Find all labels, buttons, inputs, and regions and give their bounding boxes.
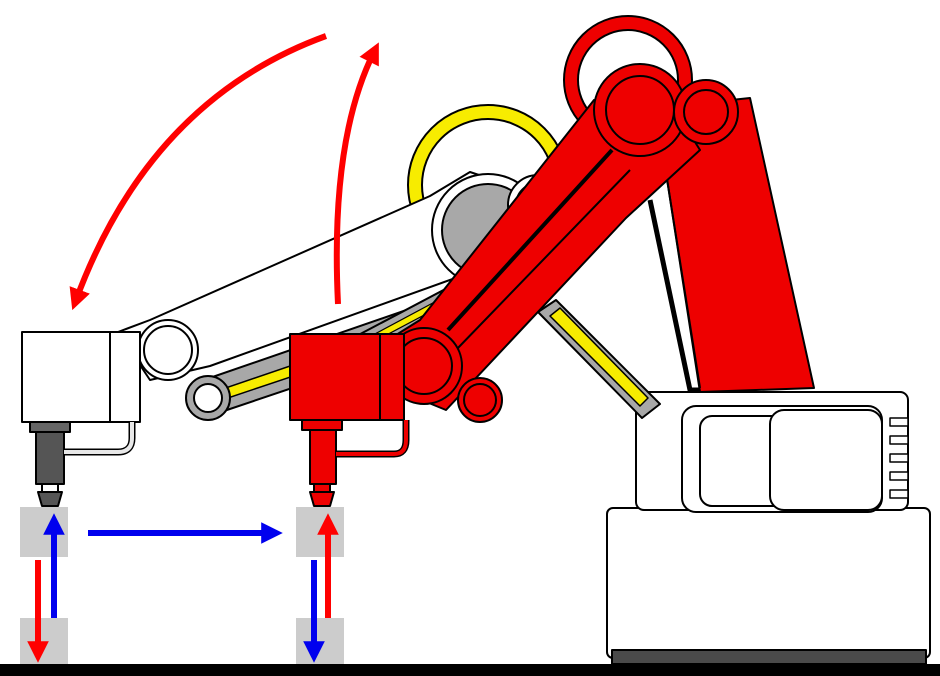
- base-foot: [611, 649, 927, 665]
- robot-base: [606, 391, 931, 665]
- ghost-tool-body: [35, 427, 65, 485]
- pick-block-bottom: [20, 618, 68, 664]
- place-station: [296, 507, 344, 664]
- place-block-top: [296, 507, 344, 557]
- active-tool-hose: [336, 420, 410, 458]
- pick-station: [20, 507, 68, 664]
- pick-block-top: [20, 507, 68, 557]
- curved-arrow-icon: [333, 42, 379, 305]
- place-block-bottom: [296, 618, 344, 664]
- motion-arrows: [27, 33, 379, 663]
- curved-arrow-icon: [69, 33, 328, 311]
- ground-line: [0, 664, 940, 676]
- active-arm: [289, 15, 815, 507]
- base-pedestal: [606, 507, 931, 659]
- base-window-right: [769, 409, 883, 511]
- ghost-tool-hose: [64, 422, 136, 456]
- active-suction-cup: [309, 491, 335, 507]
- base-vent-slats: [889, 417, 909, 499]
- ghost-suction-cup: [37, 491, 63, 507]
- active-tool-body: [309, 427, 337, 485]
- ghost-end-effector: [21, 331, 141, 423]
- active-end-effector: [289, 333, 405, 421]
